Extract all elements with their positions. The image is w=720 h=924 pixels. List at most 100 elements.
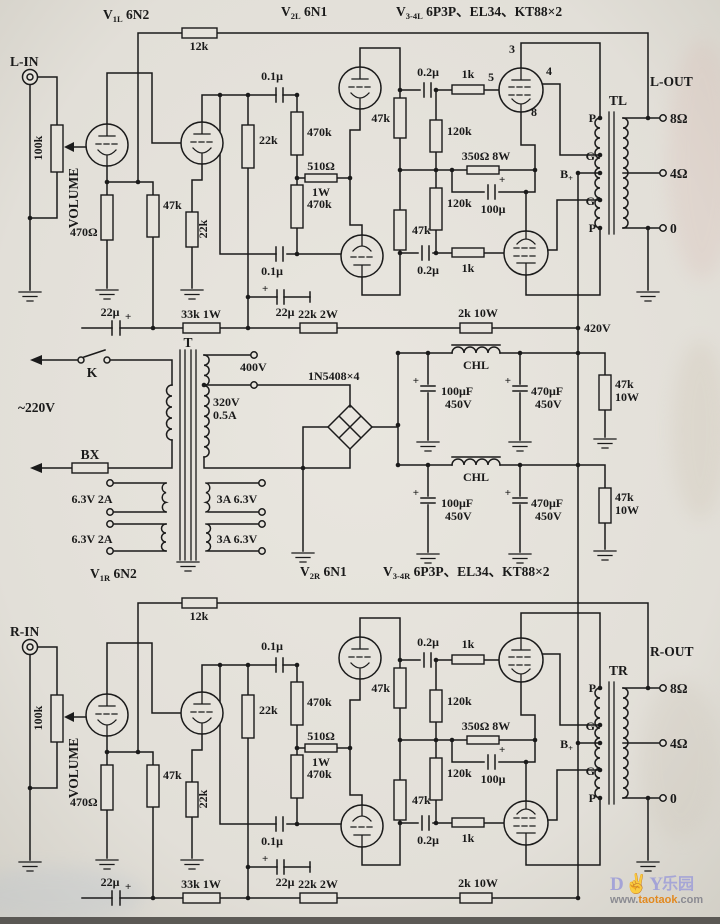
paper-stains	[0, 40, 720, 924]
label-cathode-resistor-1: 470Ω	[70, 225, 98, 239]
label-coupling-cap-bottom: 0.1μ	[261, 264, 283, 278]
heater-terminal	[258, 520, 266, 528]
label-47k-load-1: 47k	[371, 681, 390, 695]
terminal-8ohm	[659, 114, 667, 122]
label-tap-g1: G	[586, 149, 595, 163]
title-v2l: V2L 6N1	[281, 4, 328, 21]
label-47k-1: 47k	[163, 768, 182, 782]
label-decoupling-1: 33k 1W	[181, 307, 221, 321]
output-transformer	[594, 681, 629, 805]
plus-mark: +	[262, 283, 268, 295]
label-heater-right-2: 3A 6.3V	[217, 532, 258, 546]
label-bleeder-1-r: 47k	[615, 377, 634, 391]
label-gridstop-bottom: 1k	[462, 261, 475, 275]
label-tap-g2: G	[586, 194, 595, 208]
label-volume: VOLUME	[66, 738, 81, 798]
label-gridleak-1: 470k	[307, 695, 332, 709]
label-22k-plate: 22k	[259, 703, 278, 717]
watermark: D✌Y 乐园 www.taotaok.com	[609, 872, 703, 906]
label-gridleak-2: 470k	[307, 767, 332, 781]
label-mains: ~220V	[18, 400, 55, 415]
label-450v: 450V	[445, 509, 472, 523]
switch-k	[77, 356, 111, 364]
capacitor-plates	[111, 652, 496, 906]
tube-v2-b	[340, 234, 384, 278]
label-120k-2: 120k	[447, 766, 472, 780]
terminal-320v	[250, 381, 258, 389]
label-0ohm: 0	[670, 221, 677, 236]
label-bleeder-1-w: 10W	[615, 390, 639, 404]
label-120k-1: 120k	[447, 124, 472, 138]
terminal-4ohm	[659, 739, 667, 747]
label-450v: 450V	[445, 397, 472, 411]
label-feedback-resistor: 12k	[190, 609, 209, 623]
watermark-url: www.taotaok.com	[609, 894, 703, 906]
heater-terminal	[106, 479, 114, 487]
label-4ohm: 4Ω	[670, 166, 688, 181]
label-47k-load-2: 47k	[412, 223, 431, 237]
label-coupling-cap-top: 0.1μ	[261, 639, 283, 653]
input-jack	[21, 68, 39, 86]
tube-v1-a	[85, 693, 129, 737]
label-cap-470uf-2: 470μF	[531, 496, 563, 510]
label-22k-cathode: 22k	[196, 789, 210, 808]
junction-dots	[27, 657, 651, 901]
title-v1r: V1R 6N2	[90, 566, 137, 583]
heater-terminal	[106, 547, 114, 555]
label-tail-resistor: 510Ω	[307, 729, 335, 743]
label-120k-2: 120k	[447, 196, 472, 210]
label-decoupling-2: 22k 2W	[298, 877, 338, 891]
label-4ohm: 4Ω	[670, 736, 688, 751]
resistor-bodies	[50, 27, 500, 334]
plus-mark: +	[262, 853, 268, 865]
label-cathode-cap: 22μ	[101, 875, 120, 889]
label-coupling-cap-top: 0.1μ	[261, 69, 283, 83]
label-heater-right-1: 3A 6.3V	[217, 492, 258, 506]
plus-mark: +	[505, 375, 511, 387]
terminal-0	[659, 794, 667, 802]
label-cathode-350: 350Ω 8W	[462, 719, 511, 733]
label-channel-input: L-IN	[10, 54, 39, 69]
plus-mark: +	[413, 487, 419, 499]
junction-dots	[27, 87, 651, 331]
label-switch: K	[87, 365, 98, 380]
output-transformer	[594, 111, 629, 235]
label-volume: VOLUME	[66, 168, 81, 228]
label-decoupling-1: 33k 1W	[181, 877, 221, 891]
label-8ohm: 8Ω	[670, 681, 688, 696]
label-cathode-100u: 100μ	[481, 202, 506, 216]
label-heater-left-2: 6.3V 2A	[71, 532, 112, 546]
label-transformer: T	[183, 335, 192, 350]
pot-wiper-arrow	[64, 712, 74, 722]
title-v1l: V1L 6N2	[103, 7, 150, 24]
label-cathode-350: 350Ω 8W	[462, 149, 511, 163]
heater-terminal	[106, 520, 114, 528]
pin-4: 4	[546, 64, 552, 78]
label-decoupling-3: 2k 10W	[458, 876, 498, 890]
label-tail-wattage: 1W	[312, 755, 330, 769]
tube-v1-a	[85, 123, 129, 167]
terminal-8ohm	[659, 684, 667, 692]
label-coupling-cap-bottom: 0.1μ	[261, 834, 283, 848]
label-channel-input: R-IN	[10, 624, 39, 639]
psu-resistors	[71, 374, 612, 524]
heater-terminal	[106, 508, 114, 516]
channel-right: 12k 100k VOLUME 470Ω 22μ + 47k 22k 33k 1…	[10, 597, 694, 906]
label-cathode-resistor-1: 470Ω	[70, 795, 98, 809]
tube-power-lower	[503, 230, 549, 276]
chokes	[451, 346, 501, 466]
label-gridleak-1: 470k	[307, 125, 332, 139]
label-volume-pot-value: 100k	[31, 135, 45, 160]
label-decoupling-2: 22k 2W	[298, 307, 338, 321]
label-tail-resistor: 510Ω	[307, 159, 335, 173]
pin-8: 8	[531, 105, 537, 119]
label-output-transformer: TL	[609, 93, 627, 108]
terminal-4ohm	[659, 169, 667, 177]
label-22k-plate: 22k	[259, 133, 278, 147]
label-tap-g1: G	[586, 719, 595, 733]
title-v2r: V2R 6N1	[300, 564, 347, 581]
watermark-logo-cn: 乐园	[662, 875, 694, 893]
label-heater-left-1: 6.3V 2A	[71, 492, 112, 506]
